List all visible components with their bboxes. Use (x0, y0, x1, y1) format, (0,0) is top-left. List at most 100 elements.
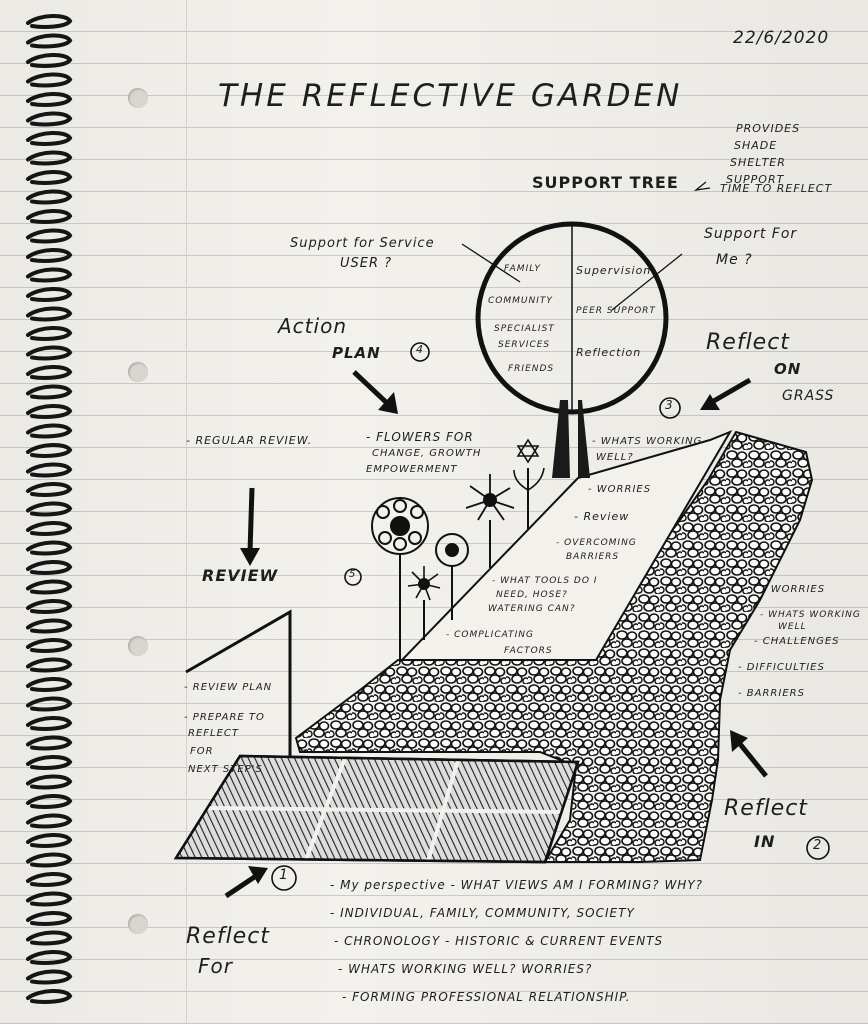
path-note: WELL? (596, 452, 634, 463)
margin-line (186, 0, 187, 1024)
review-note: FOR (190, 746, 214, 757)
paving-slabs (173, 754, 580, 864)
spiral-coil (26, 384, 73, 400)
tree-left-item: COMMUNITY (488, 296, 553, 306)
punch-hole (128, 88, 148, 108)
tree-right-item: Reflection (576, 346, 642, 359)
step-number: 3 (665, 398, 674, 412)
spiral-coil (26, 696, 73, 712)
step-number: 2 (813, 838, 823, 853)
path-note: NEED, HOSE? (496, 590, 568, 600)
spiral-coil (26, 423, 73, 439)
path-note: - WORRIES (588, 484, 652, 495)
spiral-coil (26, 92, 73, 107)
spiral-coil (26, 560, 73, 575)
flowers-note: CHANGE, GROWTH (372, 448, 482, 459)
reflect-in-label: Reflect (724, 796, 808, 821)
pebble-note: - CHALLENGES (754, 636, 840, 647)
provides-item: SHADE (734, 139, 778, 152)
spiral-coil (26, 53, 73, 68)
spiral-coil (26, 891, 73, 907)
punch-hole (128, 914, 148, 934)
provides-item: SHELTER (730, 156, 786, 169)
step-number: 5 (349, 569, 357, 580)
small-arrow (693, 181, 711, 191)
spiral-coil (26, 33, 73, 49)
spiral-coil (26, 306, 73, 322)
page-title: THE REFLECTIVE GARDEN (218, 78, 683, 114)
spiral-coil (26, 404, 73, 419)
tree-left-item: FAMILY (504, 264, 541, 274)
provides-item: SUPPORT (726, 173, 785, 186)
step-number: 1 (279, 867, 289, 883)
provides-item: TIME TO REFLECT (720, 182, 833, 195)
spiral-coil (26, 969, 73, 985)
bottom-note: - My perspective - WHAT VIEWS AM I FORMI… (330, 878, 704, 892)
punch-hole (128, 362, 148, 382)
review-note: NEXT STEP'S (188, 764, 263, 775)
grass-path (399, 429, 733, 661)
spiral-coil (26, 930, 73, 946)
tree-right-item: PEER SUPPORT (576, 306, 656, 316)
reflect-for-label: Reflect (186, 924, 270, 949)
spiral-coil (26, 326, 73, 341)
step-number: 4 (416, 343, 424, 356)
review-note: REFLECT (188, 728, 239, 739)
bottom-note: - INDIVIDUAL, FAMILY, COMMUNITY, SOCIETY (330, 906, 635, 920)
action-plan-label: PLAN (332, 344, 381, 362)
support-tree-label: SUPPORT TREE (532, 173, 679, 192)
spiral-coil (26, 657, 73, 673)
spiral-coil (26, 209, 73, 224)
support-tree (461, 221, 683, 478)
spiral-coil (26, 482, 73, 497)
path-note: FACTORS (504, 646, 553, 656)
date: 22/6/2020 (733, 28, 830, 48)
spiral-coil (26, 599, 73, 614)
flowers (371, 438, 545, 662)
review-note: - PREPARE TO (184, 712, 265, 723)
regular-review-note: - REGULAR REVIEW. (186, 434, 313, 447)
action-plan-label: Action (278, 314, 347, 338)
spiral-coil (26, 228, 73, 244)
spiral-coil (26, 365, 73, 380)
spiral-coil (26, 170, 73, 185)
spiral-coil (26, 989, 73, 1004)
arrows (224, 370, 768, 899)
tree-left-item: SERVICES (498, 340, 551, 350)
tree-left-item: FRIENDS (508, 364, 555, 374)
spiral-coil (26, 638, 73, 653)
tree-right-item: Supervision (576, 264, 652, 277)
reflect-on-label: GRASS (782, 388, 835, 404)
spiral-coil (26, 794, 73, 809)
pebble-note: WELL (778, 622, 807, 632)
spiral-coil (26, 755, 73, 770)
reflect-on-label: ON (774, 360, 802, 378)
spiral-coil (26, 501, 73, 517)
review-label: REVIEW (202, 566, 279, 585)
path-note: - WHATS WORKING (592, 436, 703, 447)
spiral-coil (26, 774, 73, 790)
spiral-coil (26, 579, 73, 595)
pebble-note: - WORRIES (762, 584, 826, 595)
path-note: BARRIERS (566, 552, 620, 562)
pebble-note: - BARRIERS (738, 688, 805, 699)
reflect-in-label: IN (754, 832, 776, 851)
spiral-coil (26, 345, 73, 361)
path-note: - COMPLICATING (446, 630, 534, 640)
service-user-note: Support for Service (290, 236, 435, 251)
spiral-coil (26, 111, 73, 127)
spiral-coil (26, 150, 73, 166)
spiral-coil (26, 833, 73, 848)
review-stand (185, 609, 292, 756)
spiral-coil (26, 443, 73, 458)
spiral-coil (26, 735, 73, 751)
spiral-coil (26, 14, 73, 29)
flowers-note: EMPOWERMENT (366, 464, 458, 475)
spiral-coil (26, 677, 73, 692)
path-note: - Review (574, 510, 630, 523)
bottom-note: - FORMING PROFESSIONAL RELATIONSHIP. (342, 990, 631, 1004)
spiral-coil (26, 872, 73, 887)
service-user-note: USER ? (340, 256, 393, 271)
spiral-coil (26, 287, 73, 302)
